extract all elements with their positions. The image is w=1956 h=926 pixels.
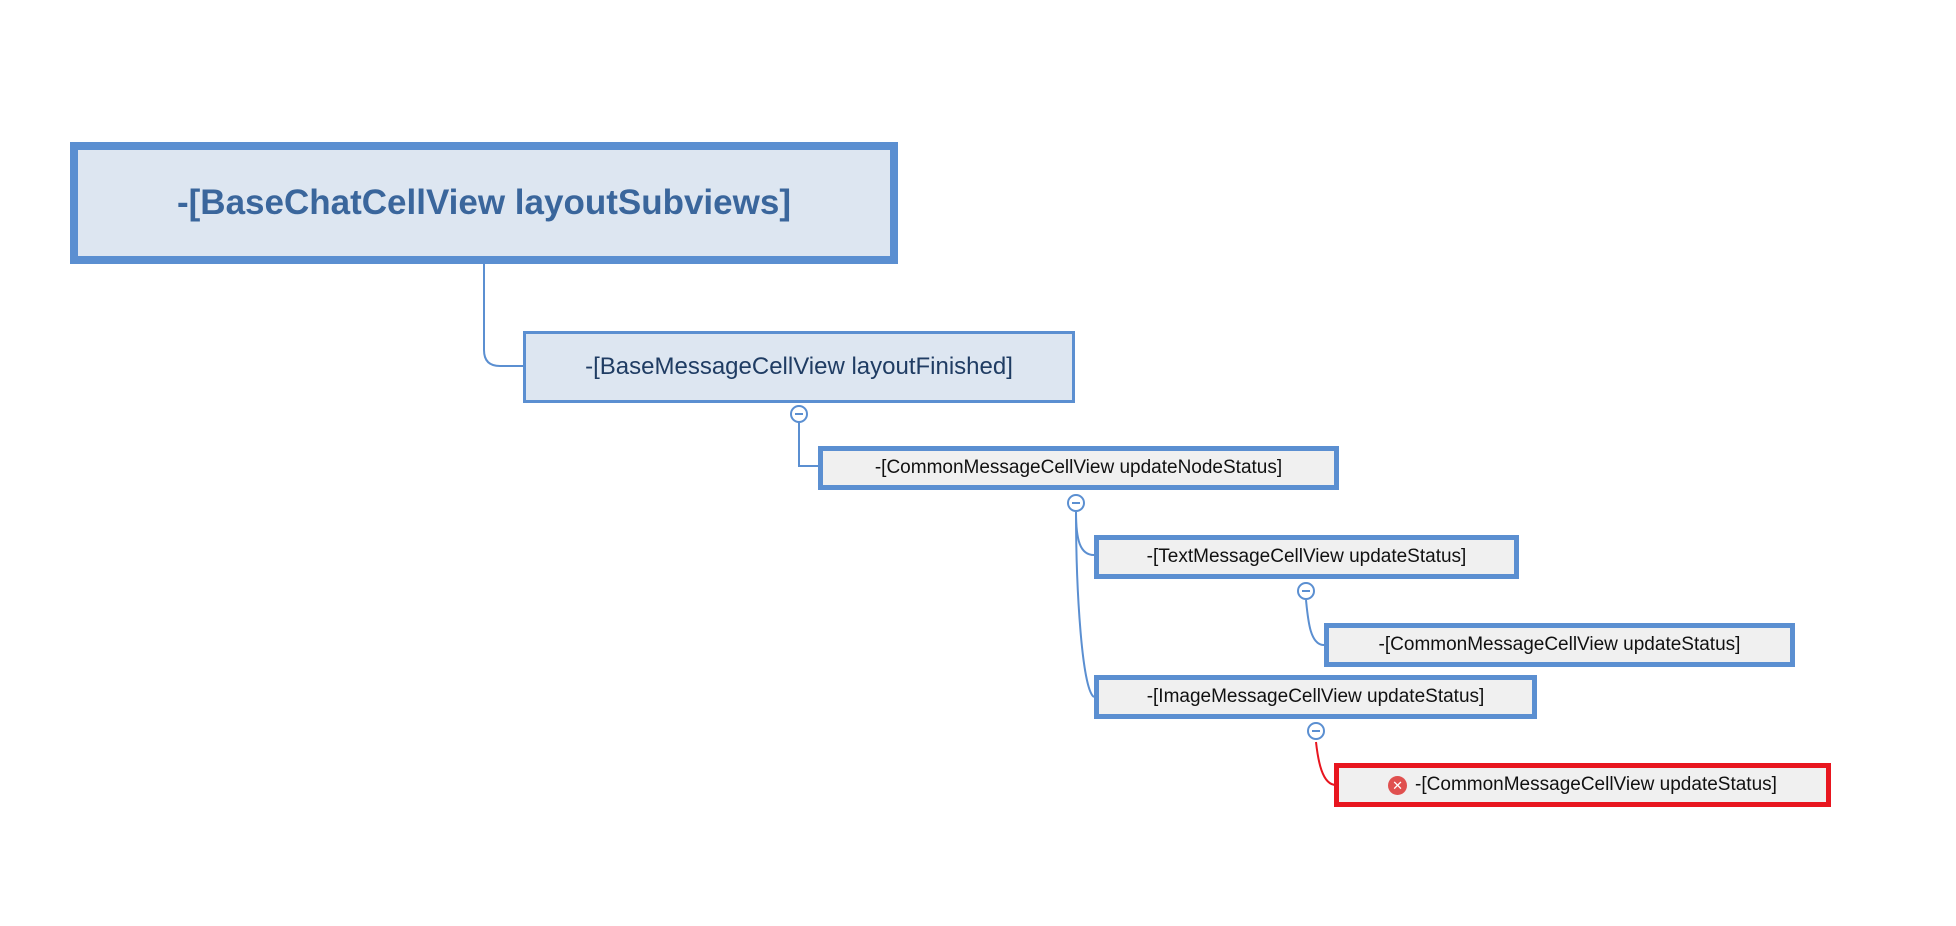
text-message-update-status-node[interactable]: -[TextMessageCellView updateStatus]	[1094, 535, 1519, 579]
common-update-status-error-node-label: -[CommonMessageCellView updateStatus]	[1415, 774, 1777, 795]
collapse-minus-icon[interactable]	[790, 405, 808, 423]
error-x-icon: ✕	[1388, 775, 1408, 795]
image-message-update-status-node-label: -[ImageMessageCellView updateStatus]	[1146, 686, 1485, 707]
common-update-status-node-label: -[CommonMessageCellView updateStatus]	[1378, 634, 1741, 655]
edge-layout-finished-to-update-node-status	[798, 422, 818, 467]
collapse-minus-icon[interactable]	[1067, 494, 1085, 512]
image-message-update-status-node[interactable]: -[ImageMessageCellView updateStatus]	[1094, 675, 1537, 719]
collapse-minus-icon[interactable]	[1297, 582, 1315, 600]
text-message-update-status-node-label: -[TextMessageCellView updateStatus]	[1146, 546, 1467, 567]
root-node-label: -[BaseChatCellView layoutSubviews]	[177, 183, 791, 222]
layout-finished-node-label: -[BaseMessageCellView layoutFinished]	[585, 353, 1013, 380]
update-node-status-node[interactable]: -[CommonMessageCellView updateNodeStatus…	[818, 446, 1339, 490]
edge-root-to-layout-finished	[483, 262, 523, 367]
root-node[interactable]: -[BaseChatCellView layoutSubviews]	[70, 142, 898, 264]
layout-finished-node[interactable]: -[BaseMessageCellView layoutFinished]	[523, 331, 1075, 403]
update-node-status-node-label: -[CommonMessageCellView updateNodeStatus…	[874, 457, 1283, 478]
edge-text-message-to-common-update-status	[1305, 599, 1325, 646]
common-update-status-node[interactable]: -[CommonMessageCellView updateStatus]	[1324, 623, 1795, 667]
edge-image-message-to-common-update-status-error	[1315, 741, 1337, 786]
edge-update-node-status-to-image-message	[1075, 511, 1095, 698]
common-update-status-error-node[interactable]: ✕ -[CommonMessageCellView updateStatus]	[1334, 763, 1831, 807]
collapse-minus-icon[interactable]	[1307, 722, 1325, 740]
